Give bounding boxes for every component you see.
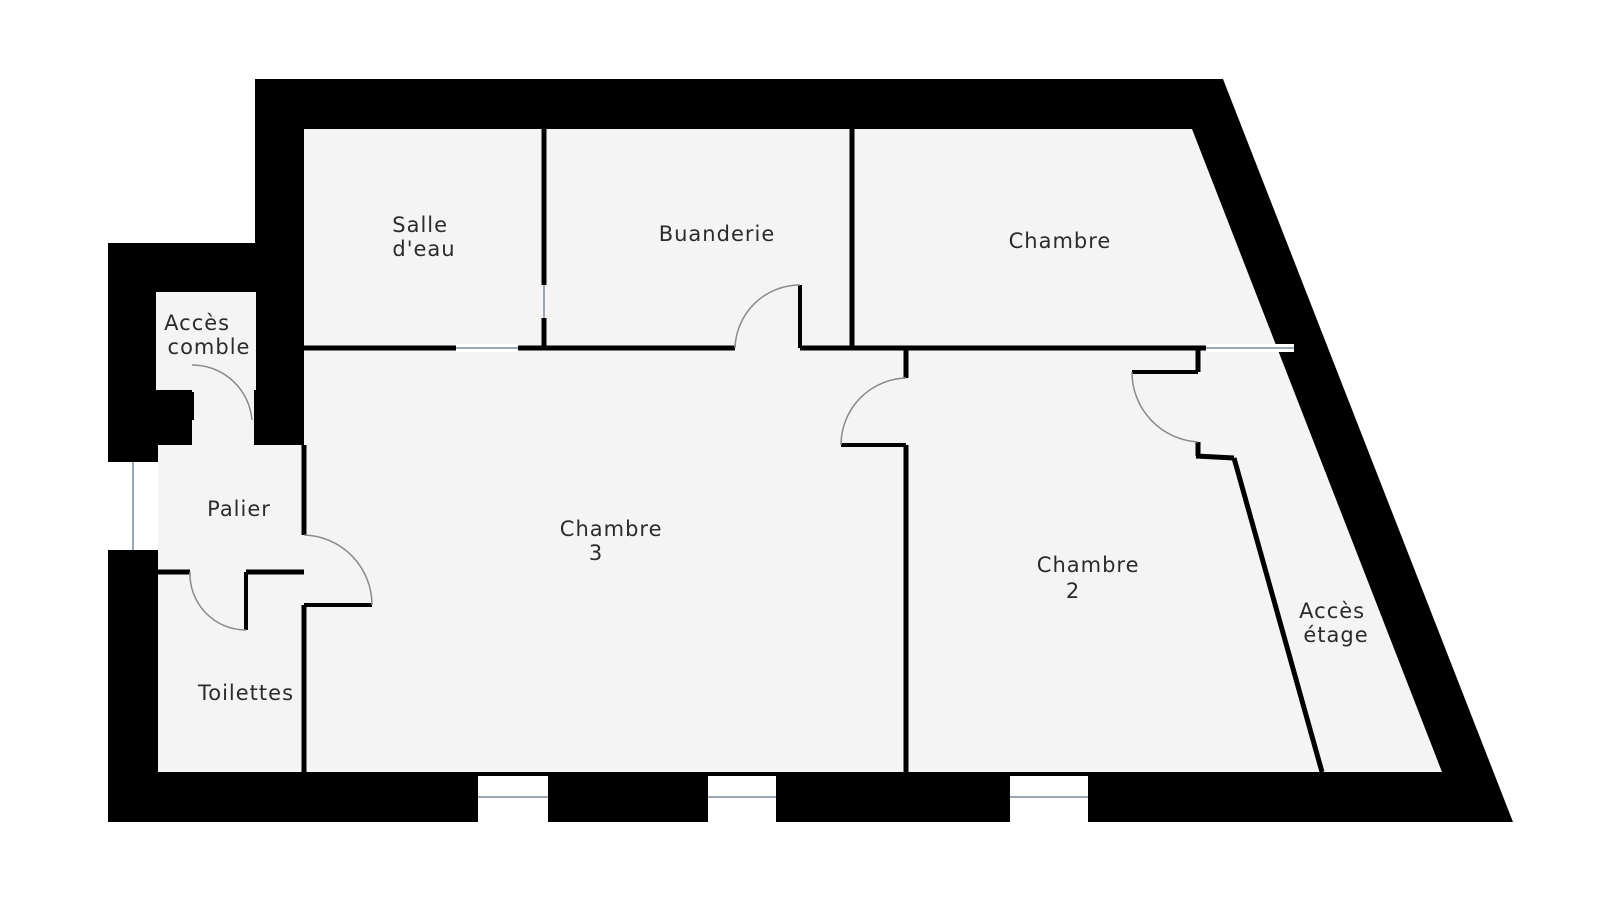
door-buanderie	[734, 284, 802, 349]
floor-acces-comble-door-gap	[192, 388, 254, 448]
window-bottom-3	[1010, 776, 1088, 822]
wall-pier-left	[108, 390, 192, 445]
opening-chambre-top	[1206, 344, 1294, 352]
door-acces-comble	[190, 364, 253, 421]
wall-acces-etage-jog	[1195, 453, 1235, 461]
opening-salle-deau	[456, 344, 518, 352]
wall-acces-etage-diagonal	[1231, 457, 1325, 773]
label-toilettes: Toilettes	[197, 681, 294, 705]
wall-pier-right	[254, 390, 304, 445]
door-chambre-3-to-2	[840, 377, 907, 447]
label-chambre-2: Chambre 2	[1037, 553, 1147, 603]
label-acces-comble: Accès comble	[164, 311, 250, 359]
door-chambre-2-acces-etage	[1131, 370, 1199, 443]
window-left-palier	[108, 462, 158, 550]
window-bottom-2	[708, 776, 776, 822]
label-salle-deau: Salle d'eau	[392, 213, 455, 261]
door-toilettes	[189, 571, 248, 631]
label-chambre: Chambre	[1009, 229, 1112, 253]
floor-main	[158, 129, 1442, 772]
window-bottom-1	[478, 776, 548, 822]
floor-acces-comble	[156, 292, 256, 390]
label-chambre-3: Chambre 3	[560, 517, 670, 565]
label-palier: Palier	[207, 497, 271, 521]
door-palier-chambre-3	[303, 534, 373, 607]
label-buanderie: Buanderie	[659, 222, 776, 246]
label-acces-etage: Accès étage	[1299, 599, 1373, 647]
